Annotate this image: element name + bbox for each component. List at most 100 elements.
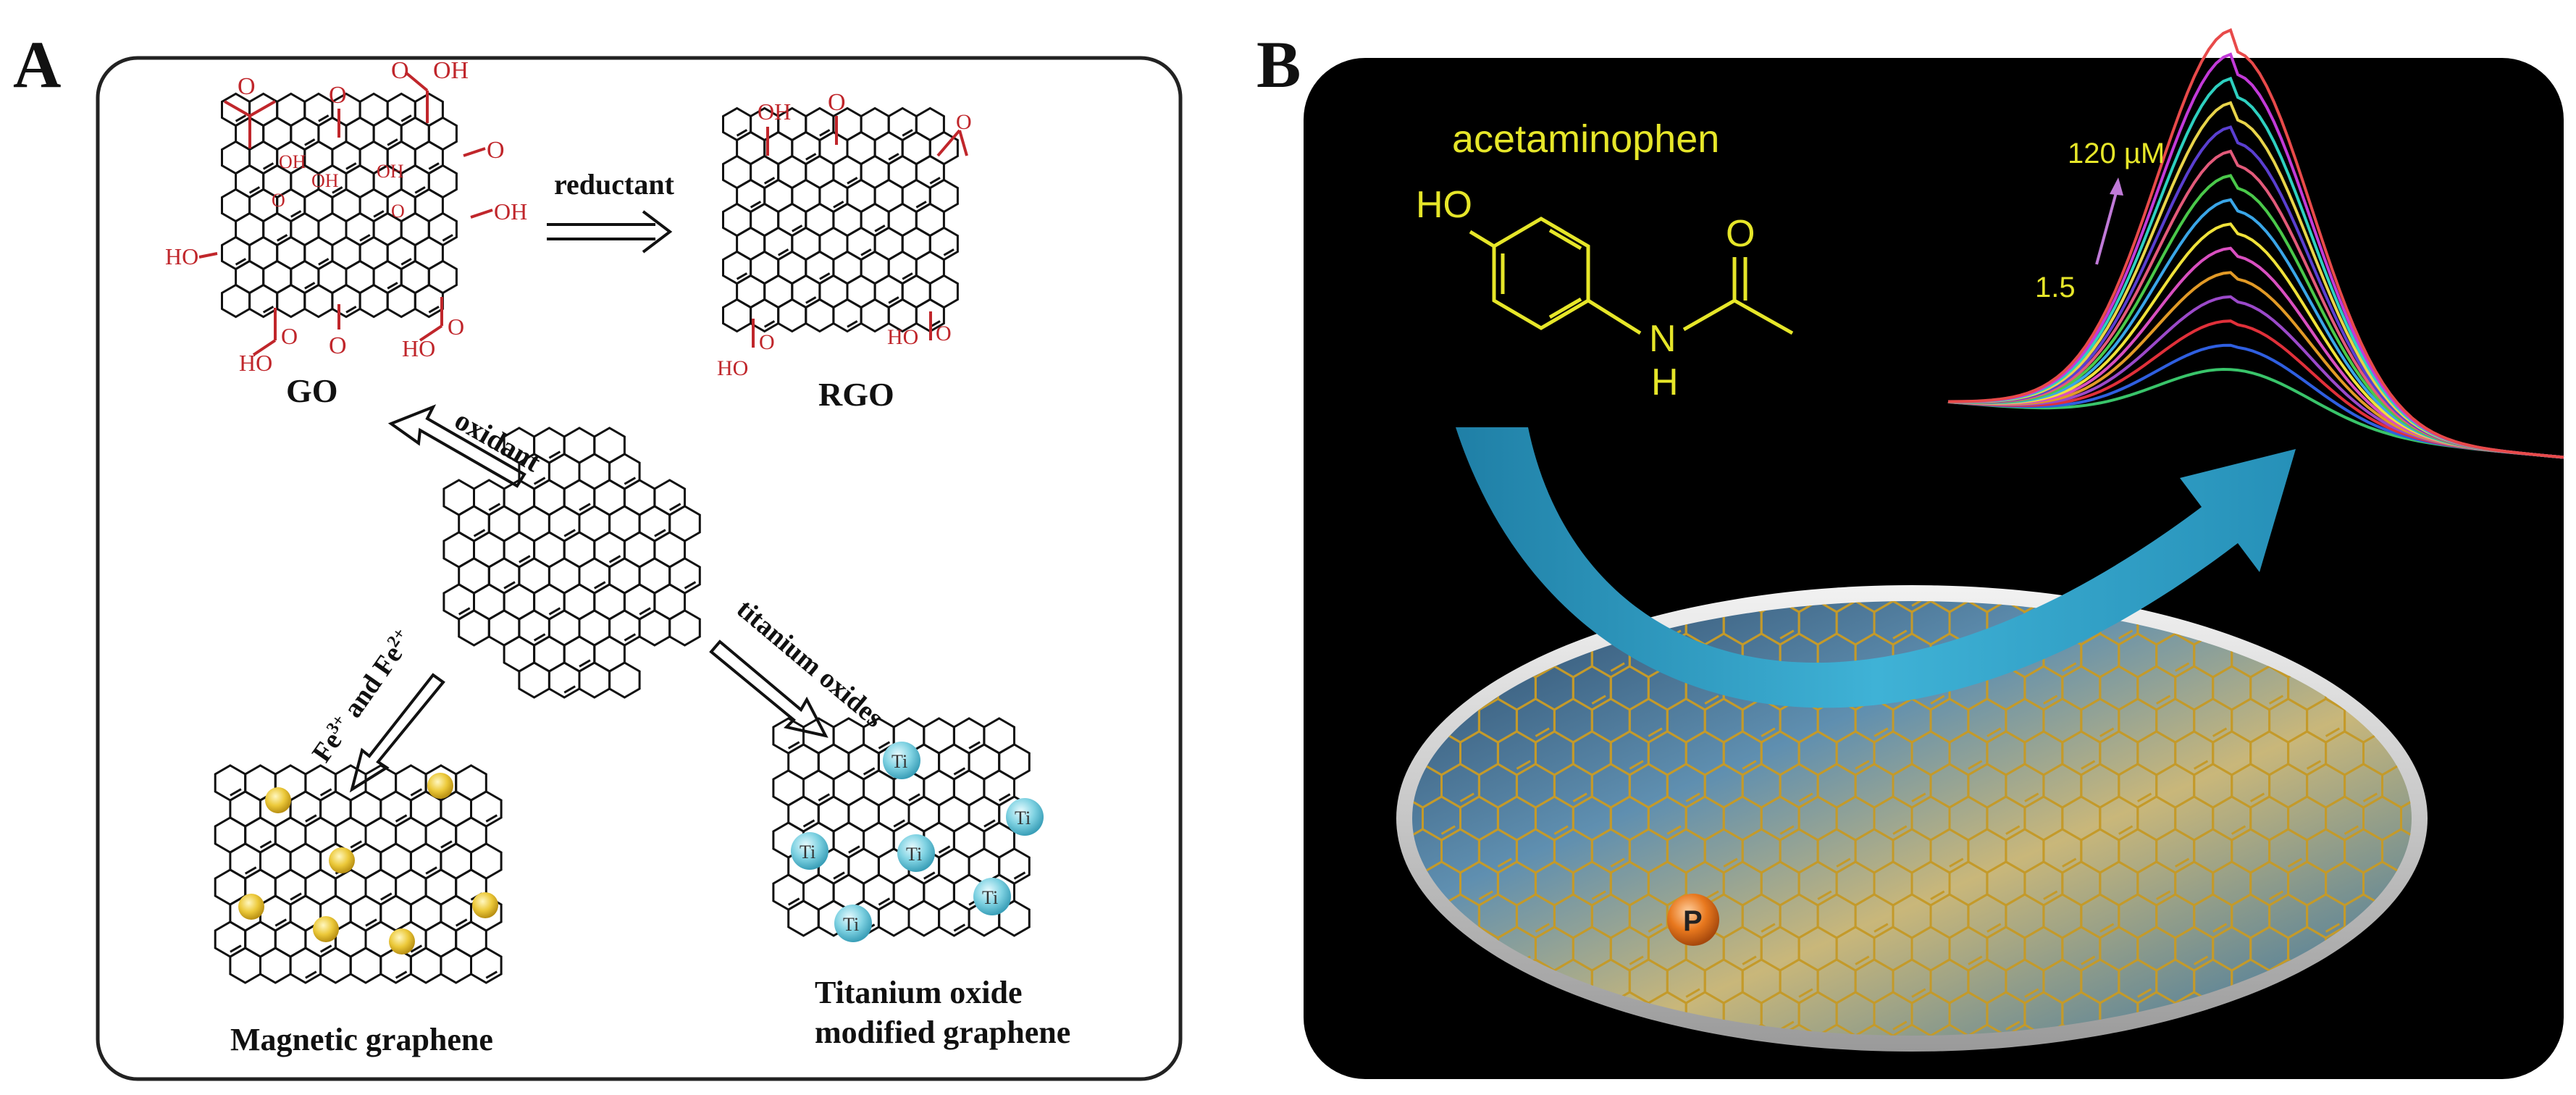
double-bond [874,225,886,232]
double-bond [579,503,591,511]
double-bond [819,129,831,137]
double-bond [2306,760,2322,770]
double-bond [262,306,274,314]
double-bond [2174,857,2190,868]
double-bond [863,767,876,776]
double-bond [1478,890,1493,900]
double-bond [400,258,412,266]
double-bond [248,186,261,194]
go-functional-groups: O O OH O O OH HO OH OH OH O O [165,57,527,376]
double-bond [519,555,531,563]
double-bond [458,607,471,616]
atom-ho: HO [1416,184,1472,226]
double-bond [2043,695,2058,705]
double-bond [1911,988,1926,998]
double-bond [2137,792,2152,802]
double-bond [2118,825,2134,835]
double-bond [1459,792,1474,802]
double-bond [387,138,398,146]
rgo-ho-label-1: HO [717,356,748,380]
double-bond [1817,890,1832,900]
double-bond [608,555,621,563]
magnetic-graphene-lattice [214,764,503,984]
conc-high-label: 120 µM [2068,138,2165,169]
tio-label-line2: modified graphene [815,1015,1070,1050]
rgo-o-label-3: O [759,330,775,354]
double-bond [442,234,453,242]
double-bond [2268,695,2284,705]
double-bond [1497,857,1512,868]
double-bond [1629,955,1644,965]
double-bond [345,306,357,314]
double-bond [624,633,637,642]
double-bond [1610,857,1625,868]
go-o-label-9: O [448,314,464,340]
double-bond [1535,923,1550,933]
double-bond [2231,825,2246,835]
benzene-ring [608,661,641,699]
double-bond [2362,792,2378,802]
go-ho-label-3: HO [402,335,435,361]
double-bond [908,793,920,802]
concentration-arrowhead [2110,177,2123,196]
double-bond [262,162,274,170]
double-bond [428,162,440,170]
double-bond [878,741,891,750]
double-bond [304,282,316,290]
titanium-particle-label: Ti [843,914,859,935]
double-bond [1685,792,1700,802]
double-bond [350,840,362,849]
benzene-ring [915,298,945,333]
double-bond [230,788,242,797]
double-bond [533,633,546,642]
titanium-arrow [709,639,828,738]
double-bond [2193,760,2209,770]
panel-a: A O O OH O O OH [13,28,1183,1081]
double-bond [1685,988,1700,998]
titanium-particle-label: Ti [906,844,922,865]
double-bond [485,814,498,823]
go-o-label-8: O [281,323,298,349]
double-bond [639,607,651,616]
voltammogram-curve [1947,28,2564,459]
go-o-label-7: O [329,332,347,359]
voltammogram-curves [1947,28,2564,459]
double-bond [1986,923,2002,933]
double-bond [893,819,905,828]
double-bond [2174,662,2190,672]
double-bond [1013,871,1026,880]
double-bond [548,450,561,459]
double-bond [847,177,858,185]
double-bond [1874,727,1889,737]
benzene-ring [470,947,503,984]
double-bond [579,659,591,668]
double-bond [380,892,393,901]
double-bond [654,529,666,537]
double-bond [2212,923,2228,933]
titanium-particle-label: Ti [982,887,998,908]
concentration-arrow [2095,184,2120,265]
double-bond [318,114,330,122]
titanium-particle [1006,798,1044,836]
double-bond [860,248,872,256]
titanium-particle-label: Ti [1015,807,1031,828]
panel-a-letter: A [13,28,61,101]
compound-name: acetaminophen [1452,117,1719,161]
double-bond [305,970,317,979]
double-bond [902,272,913,280]
double-bond [847,320,858,328]
double-bond [818,793,831,802]
double-bond [1779,825,1795,835]
magnetic-particle [265,787,291,813]
double-bond [1892,825,1908,835]
double-bond [1553,825,1569,835]
double-bond [888,296,899,304]
double-bond [2099,727,2115,737]
double-bond [1855,955,1870,965]
magnetic-particle [472,892,498,918]
double-bond [488,503,501,511]
double-bond [1892,1020,1908,1031]
double-bond [304,138,316,146]
